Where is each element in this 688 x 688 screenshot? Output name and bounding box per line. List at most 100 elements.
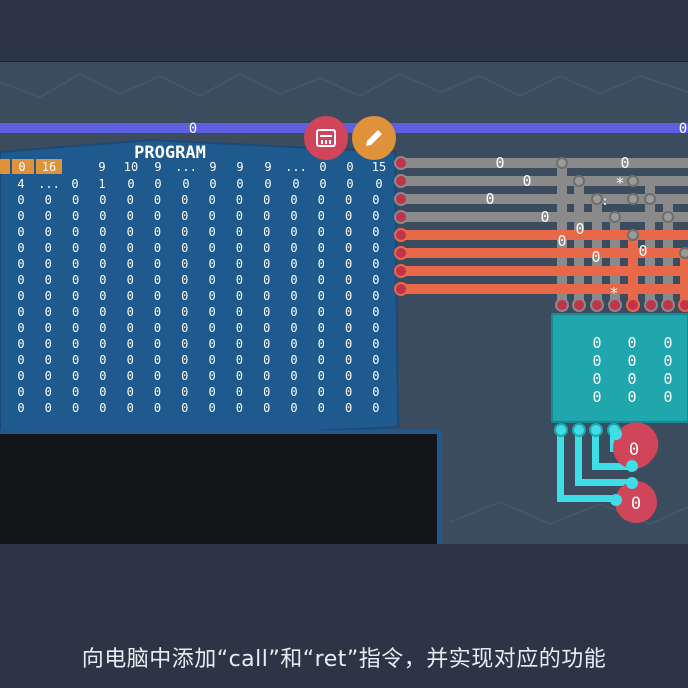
orange-wires[interactable] — [400, 230, 688, 304]
program-cell: 0 — [236, 241, 243, 255]
output-component-2[interactable]: 0 — [610, 477, 657, 523]
wire-junction[interactable] — [627, 229, 639, 241]
cyan-pin[interactable] — [572, 423, 586, 437]
program-cell: 0 — [290, 401, 297, 415]
program-cell: 0 — [345, 385, 352, 399]
cyan-wires[interactable] — [557, 430, 633, 502]
register-value: 0 — [663, 370, 672, 388]
program-cell: 0 — [290, 369, 297, 383]
program-cell: 0 — [263, 241, 270, 255]
program-cell: 0 — [372, 273, 379, 287]
wire-junction[interactable] — [573, 175, 585, 187]
program-cell: 0 — [236, 273, 243, 287]
program-cell: 0 — [372, 369, 379, 383]
program-cell: 0 — [181, 289, 188, 303]
program-cell: 0 — [290, 209, 297, 223]
program-pin[interactable] — [394, 246, 408, 260]
program-pin[interactable] — [394, 264, 408, 278]
register-pin[interactable] — [644, 298, 658, 312]
register-pin[interactable] — [661, 298, 675, 312]
program-cell: 0 — [208, 401, 215, 415]
program-cell: 0 — [99, 257, 106, 271]
program-cell: 0 — [127, 369, 134, 383]
program-cell: 0 — [99, 225, 106, 239]
program-cell: 0 — [318, 401, 325, 415]
program-cell: 0 — [345, 241, 352, 255]
program-pin[interactable] — [394, 174, 408, 188]
program-cell: 0 — [45, 273, 52, 287]
cyan-pin[interactable] — [589, 423, 603, 437]
program-cell: 0 — [345, 257, 352, 271]
register-pin[interactable] — [626, 298, 640, 312]
memory-icon — [316, 129, 336, 147]
wire-junction[interactable] — [609, 211, 621, 223]
program-cell: 0 — [127, 321, 134, 335]
program-cell: 0 — [263, 337, 270, 351]
cyan-pin[interactable] — [554, 423, 568, 437]
program-cell: 0 — [72, 257, 79, 271]
program-pin[interactable] — [394, 156, 408, 170]
register-value: 0 — [663, 352, 672, 370]
save-button[interactable] — [304, 116, 348, 160]
wire-junction[interactable] — [679, 247, 688, 259]
register-pin[interactable] — [572, 298, 586, 312]
program-pin[interactable] — [394, 282, 408, 296]
output-component-1[interactable]: 0 — [610, 422, 659, 472]
program-cell: 0 — [99, 369, 106, 383]
bottom-letterbox — [0, 544, 688, 688]
wire-junction[interactable] — [627, 193, 639, 205]
wire-junction[interactable] — [644, 193, 656, 205]
program-output-pins[interactable] — [394, 156, 408, 296]
program-pin[interactable] — [394, 210, 408, 224]
program-cell: 0 — [154, 369, 161, 383]
program-cell: 0 — [45, 257, 52, 271]
program-cell: 0 — [372, 385, 379, 399]
output-value-2: 0 — [631, 494, 641, 514]
program-pin[interactable] — [394, 228, 408, 242]
wire-junction[interactable] — [556, 157, 568, 169]
register-pin[interactable] — [608, 298, 622, 312]
program-header-cell: 0 — [127, 177, 134, 191]
program-cell: 0 — [45, 401, 52, 415]
program-header-cell: 0 — [264, 177, 271, 191]
wire-junction[interactable] — [591, 193, 603, 205]
program-cell: 0 — [127, 401, 134, 415]
program-cell: 0 — [372, 257, 379, 271]
program-cell: 0 — [263, 353, 270, 367]
program-cell: 0 — [72, 321, 79, 335]
program-cell: 0 — [318, 273, 325, 287]
program-cell: 0 — [372, 193, 379, 207]
program-cell: 0 — [45, 369, 52, 383]
register-value: 0 — [592, 370, 601, 388]
register-input-pins[interactable] — [555, 157, 688, 312]
program-cell: 0 — [154, 321, 161, 335]
register-pin[interactable] — [555, 298, 569, 312]
edit-button[interactable] — [352, 116, 396, 160]
program-header-cell: 4 — [17, 177, 24, 191]
wire-junction[interactable] — [627, 175, 639, 187]
program-pin[interactable] — [394, 192, 408, 206]
top-letterbox — [0, 0, 688, 62]
program-cell: 0 — [290, 289, 297, 303]
program-cell: 0 — [236, 193, 243, 207]
program-cell: 0 — [318, 225, 325, 239]
program-cell: 0 — [263, 369, 270, 383]
wire-junction[interactable] — [662, 211, 674, 223]
program-cell: 0 — [72, 193, 79, 207]
program-cell: 0 — [154, 193, 161, 207]
register-value: 0 — [592, 388, 601, 406]
program-cell: 0 — [99, 289, 106, 303]
program-cell: 0 — [72, 305, 79, 319]
output-value-1: 0 — [629, 440, 639, 460]
program-cell: 0 — [263, 321, 270, 335]
program-cell: 0 — [345, 353, 352, 367]
program-cell: 0 — [318, 385, 325, 399]
program-cell: 0 — [208, 257, 215, 271]
register-pin[interactable] — [678, 298, 688, 312]
program-cell: 0 — [345, 193, 352, 207]
program-cell: 0 — [45, 385, 52, 399]
register-pin[interactable] — [590, 298, 604, 312]
program-cell: 0 — [290, 337, 297, 351]
